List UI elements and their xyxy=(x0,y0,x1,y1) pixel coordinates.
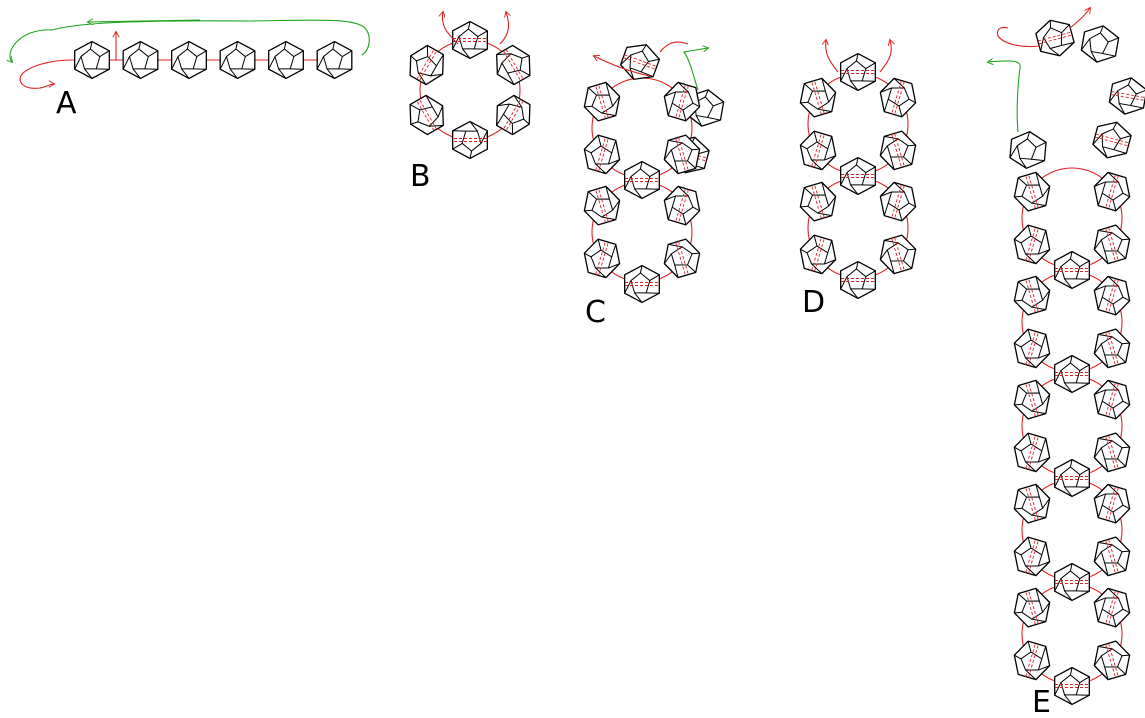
panel-d-bead-11 xyxy=(840,260,876,300)
panel-e-bead-18 xyxy=(1093,379,1131,420)
panel-e-bead-12 xyxy=(1013,328,1051,369)
panel-a-beads xyxy=(74,40,353,80)
panel-d-red-thread-left xyxy=(826,40,839,73)
panel-c-bead-7 xyxy=(663,134,701,175)
panel-e-bead-26 xyxy=(1013,587,1051,628)
panel-a-bead-6 xyxy=(316,40,353,80)
panel-b-beads xyxy=(409,20,531,160)
panel-a-bead-1 xyxy=(74,40,110,80)
panel-c-bead-9 xyxy=(583,185,621,226)
panel-e-bead-8 xyxy=(1093,171,1131,212)
panel-e-green-thread xyxy=(988,61,1021,133)
panel-e-bead-22 xyxy=(1013,536,1051,577)
panel-b-bead-2 xyxy=(496,44,531,86)
panel-e-bead-24 xyxy=(1093,536,1131,577)
panel-d-red-thread-right xyxy=(879,40,891,73)
panel-a-red-thread xyxy=(19,59,73,89)
panel-e-bead-10 xyxy=(1054,250,1090,290)
panel-e-beads xyxy=(1009,19,1145,706)
panel-c-bead-8 xyxy=(624,160,660,200)
panel-c-bead-4 xyxy=(583,81,621,122)
panel-c-red-thread-top xyxy=(659,41,689,53)
panel-d-bead-9 xyxy=(879,181,917,222)
panel-b-bead-5 xyxy=(409,94,444,136)
panel-e-bead-5 xyxy=(1092,121,1132,159)
panel-c-bead-1 xyxy=(619,44,661,80)
panel-b: B xyxy=(409,12,531,194)
panel-e-bead-30 xyxy=(1054,666,1090,706)
panel-a-bead-4 xyxy=(219,40,256,80)
panel-d-bead-7 xyxy=(799,181,837,222)
panel-b-bead-4 xyxy=(452,120,488,160)
panel-b-label: B xyxy=(410,159,431,194)
panel-a-green-thread xyxy=(10,19,370,62)
panel-c-green-thread xyxy=(683,48,708,91)
panel-a-bead-2 xyxy=(122,40,159,80)
panel-c-bead-13 xyxy=(624,264,660,304)
panel-e-bead-9 xyxy=(1093,224,1131,265)
panel-e-bead-29 xyxy=(1093,640,1131,681)
panel-e-bead-11 xyxy=(1013,275,1051,316)
panel-e-bead-15 xyxy=(1054,354,1090,394)
panel-c-bead-5 xyxy=(583,134,621,175)
panel-d-bead-4 xyxy=(879,77,917,118)
panel-a-label: A xyxy=(56,86,77,121)
panel-e-bead-20 xyxy=(1054,458,1090,498)
panel-e-bead-4 xyxy=(1009,131,1047,169)
panel-a-green-thread-arrow xyxy=(88,20,201,22)
panel-e-red-thread-up xyxy=(1069,8,1090,29)
panel-c-bead-6 xyxy=(663,81,701,122)
panel-e-label: E xyxy=(1032,685,1051,718)
panel-c-bead-11 xyxy=(663,185,701,226)
panel-a: A xyxy=(10,19,370,121)
panel-e-bead-28 xyxy=(1093,587,1131,628)
panel-b-bead-6 xyxy=(409,44,444,86)
panel-e-bead-21 xyxy=(1013,483,1051,524)
panel-e-bead-27 xyxy=(1013,640,1051,681)
panel-c-bead-10 xyxy=(583,238,621,279)
panel-e-bead-23 xyxy=(1093,483,1131,524)
panel-e: E xyxy=(988,8,1145,718)
panel-c-bead-12 xyxy=(663,238,701,279)
panel-a-bead-3 xyxy=(171,40,207,80)
panel-d-bead-1 xyxy=(840,52,876,92)
panel-e-red-thread-left xyxy=(996,26,1041,48)
panel-e-bead-14 xyxy=(1093,328,1131,369)
panel-c-red-thread xyxy=(594,56,651,77)
panel-d-beads xyxy=(799,52,917,300)
panel-c-beads xyxy=(583,44,725,304)
panel-b-red-thread-left xyxy=(442,12,459,45)
panel-b-red-thread-right xyxy=(499,12,508,45)
panel-e-bead-19 xyxy=(1093,432,1131,473)
panel-d-bead-10 xyxy=(879,234,917,275)
panel-e-bead-17 xyxy=(1013,432,1051,473)
panel-b-bead-3 xyxy=(496,94,531,136)
panel-e-bead-16 xyxy=(1013,379,1051,420)
panel-e-bead-7 xyxy=(1013,224,1051,265)
panel-c-label: C xyxy=(585,295,606,330)
panel-e-bead-2 xyxy=(1080,25,1120,63)
panel-d: D xyxy=(799,40,917,320)
panel-a-bead-5 xyxy=(268,40,304,80)
panel-d-bead-8 xyxy=(799,234,837,275)
panel-b-bead-1 xyxy=(452,20,488,60)
panel-e-bead-1 xyxy=(1035,19,1075,57)
panel-d-bead-5 xyxy=(879,130,917,171)
panel-c: C xyxy=(583,41,725,330)
panel-d-bead-6 xyxy=(840,156,876,196)
panel-d-label: D xyxy=(802,285,825,320)
panel-d-bead-3 xyxy=(799,130,837,171)
panel-e-bead-6 xyxy=(1013,171,1051,212)
panel-e-bead-3 xyxy=(1108,77,1145,115)
panel-e-bead-13 xyxy=(1093,275,1131,316)
panel-e-bead-25 xyxy=(1054,562,1090,602)
panel-d-bead-2 xyxy=(799,77,837,118)
